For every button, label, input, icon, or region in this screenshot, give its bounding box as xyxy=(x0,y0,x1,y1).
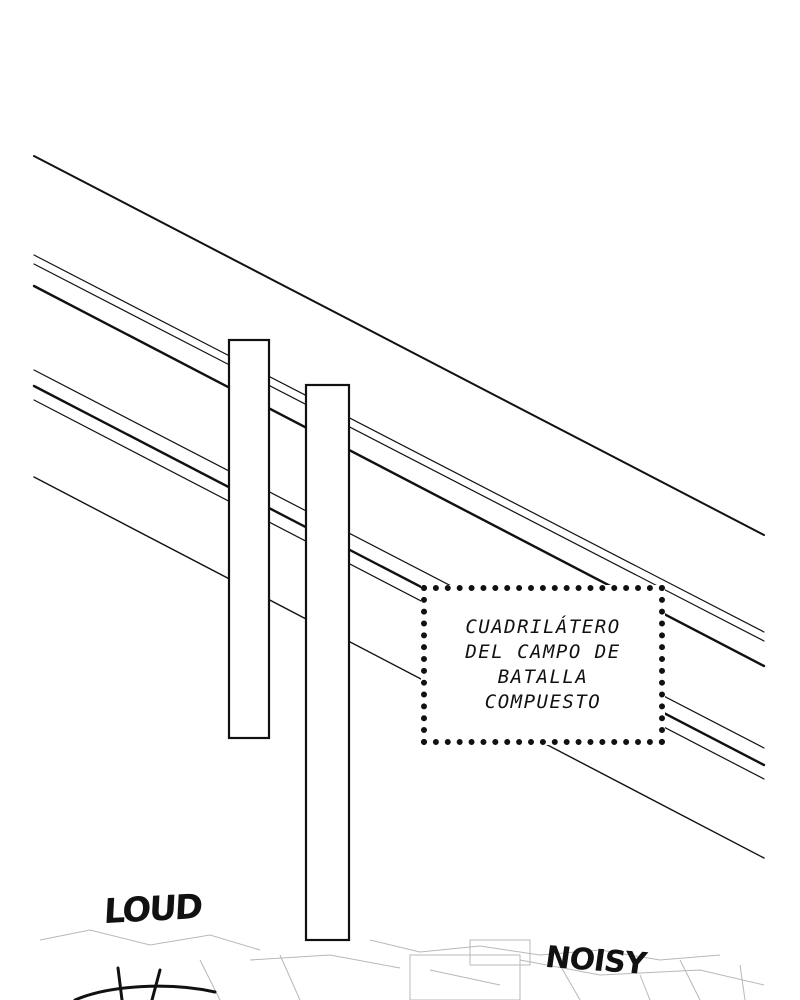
narration-caption-text: CUADRILÁTERO DEL CAMPO DE BATALLA COMPUE… xyxy=(465,616,621,713)
crosshair-doodle xyxy=(73,966,217,1000)
sfx-loud: LOUD xyxy=(102,886,203,933)
ring-post-right xyxy=(304,383,351,942)
top-rope xyxy=(33,155,765,536)
lower-rope xyxy=(33,476,765,859)
narration-caption-box: CUADRILÁTERO DEL CAMPO DE BATALLA COMPUE… xyxy=(421,585,665,745)
background-sketch xyxy=(39,929,765,1000)
ring-ropes xyxy=(32,155,766,859)
ring-posts xyxy=(227,338,351,942)
sfx-noisy: NOISY xyxy=(543,940,648,982)
ring-post-left xyxy=(227,338,271,740)
upper-rope-line-thin-2 xyxy=(33,263,765,642)
upper-rope-line-thin xyxy=(33,254,765,633)
